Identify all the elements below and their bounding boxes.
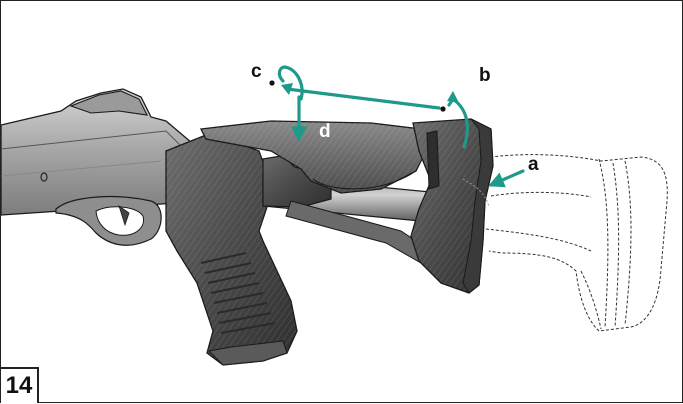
receiver — [1, 88, 212, 246]
pivot-point-b — [440, 106, 446, 112]
figure-number: 14 — [1, 367, 39, 403]
butt-stock — [410, 118, 494, 294]
arrow-c-curl — [277, 65, 304, 101]
callout-d: d — [319, 121, 331, 142]
arrow-c-line — [285, 87, 441, 110]
grip-texture — [200, 252, 276, 334]
arrow-a — [488, 169, 525, 188]
callout-b: b — [479, 65, 491, 86]
cheek-pad — [200, 120, 432, 194]
action-arrows — [277, 65, 525, 188]
callout-a: a — [528, 154, 539, 175]
pin-icon — [40, 172, 48, 182]
callout-c: c — [251, 61, 262, 82]
dashed-stock-outline — [455, 154, 668, 332]
trigger — [118, 204, 130, 227]
pivot-point-c — [269, 80, 275, 86]
